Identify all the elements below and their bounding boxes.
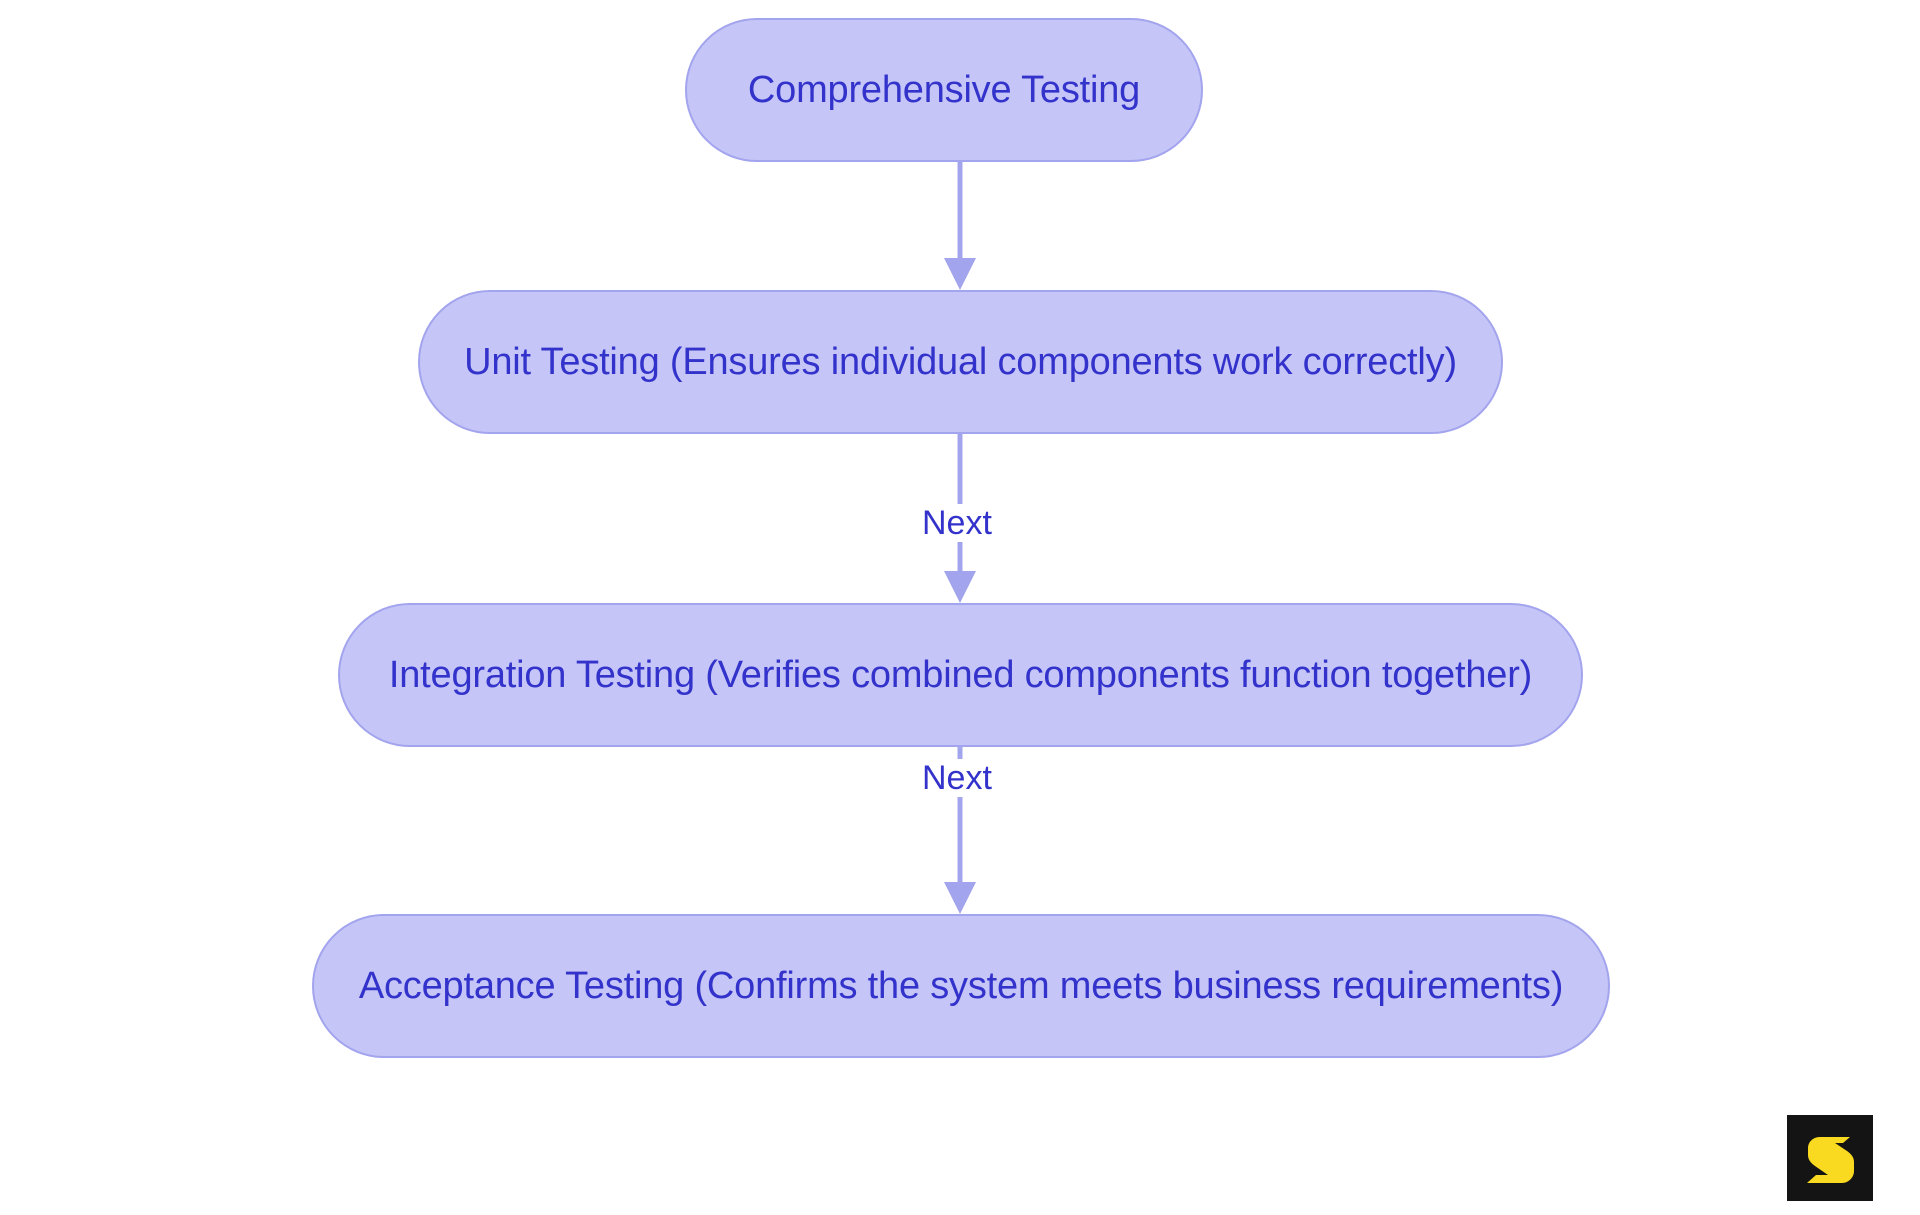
s-logo-icon	[1787, 1115, 1873, 1201]
flow-node-integration-testing[interactable]: Integration Testing (Verifies combined c…	[338, 603, 1583, 747]
flow-node-unit-testing[interactable]: Unit Testing (Ensures individual compone…	[418, 290, 1503, 434]
edge-label-unit-to-integration: Next	[916, 504, 998, 542]
flow-node-label: Unit Testing (Ensures individual compone…	[464, 341, 1457, 383]
flow-node-comprehensive-testing[interactable]: Comprehensive Testing	[685, 18, 1203, 162]
flow-node-label: Acceptance Testing (Confirms the system …	[358, 965, 1564, 1007]
flow-node-acceptance-testing[interactable]: Acceptance Testing (Confirms the system …	[312, 914, 1610, 1058]
edge-label-integration-to-acceptance: Next	[916, 759, 998, 797]
flow-node-label: Integration Testing (Verifies combined c…	[388, 654, 1533, 696]
flow-node-label: Comprehensive Testing	[747, 69, 1141, 111]
edge-comprehensive-to-unit	[944, 162, 976, 290]
